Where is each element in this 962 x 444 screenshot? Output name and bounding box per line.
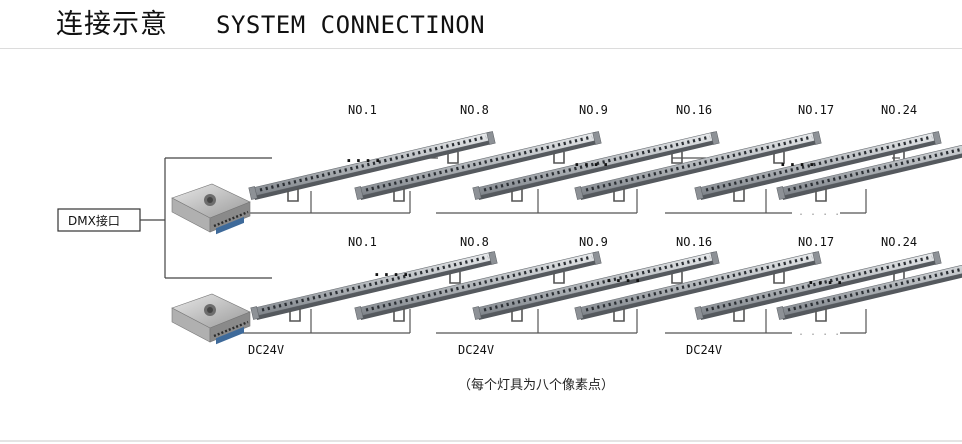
- dmx-interface-label: DMX接口: [68, 213, 120, 228]
- power-supply-1: [170, 182, 252, 236]
- fixture-label: NO.24: [881, 235, 917, 249]
- fixture-label: NO.16: [676, 235, 712, 249]
- continuation-dots: ....: [806, 269, 845, 288]
- fixture-label: NO.1: [348, 103, 377, 117]
- fixture-label: NO.9: [579, 103, 608, 117]
- faint-dots: . . . .: [798, 207, 840, 218]
- page-title: 连接示意 SYSTEM CONNECTINON: [56, 2, 486, 40]
- fixture-label: NO.8: [460, 103, 489, 117]
- fixture-label: NO.17: [798, 235, 834, 249]
- diagram-panel: [0, 48, 962, 444]
- fixture-label: NO.8: [460, 235, 489, 249]
- fixture-label: NO.24: [881, 103, 917, 117]
- page-title-cn: 连接示意: [56, 9, 168, 40]
- fixture-label: NO.17: [798, 103, 834, 117]
- continuation-dots: ....: [604, 267, 643, 286]
- faint-dots: . . . .: [798, 327, 840, 338]
- power-supply-2: [170, 292, 252, 346]
- continuation-dots: ....: [778, 151, 817, 170]
- fixture-label: NO.1: [348, 235, 377, 249]
- power-label: DC24V: [686, 343, 722, 357]
- continuation-dots: ....: [572, 151, 611, 170]
- dmx-wiring: [140, 157, 272, 279]
- bottom-divider: [0, 440, 962, 442]
- power-label: DC24V: [248, 343, 284, 357]
- page-title-en: SYSTEM CONNECTINON: [216, 11, 486, 39]
- dmx-interface: DMX接口: [57, 208, 141, 232]
- fixture-label: NO.16: [676, 103, 712, 117]
- continuation-dots: ....: [372, 261, 411, 280]
- power-label: DC24V: [458, 343, 494, 357]
- row2-wiring: [240, 309, 867, 334]
- footnote: （每个灯具为八个像素点）: [458, 377, 614, 393]
- continuation-dots: ....: [344, 147, 383, 166]
- row1-wiring: [240, 157, 900, 214]
- fixture-label: NO.9: [579, 235, 608, 249]
